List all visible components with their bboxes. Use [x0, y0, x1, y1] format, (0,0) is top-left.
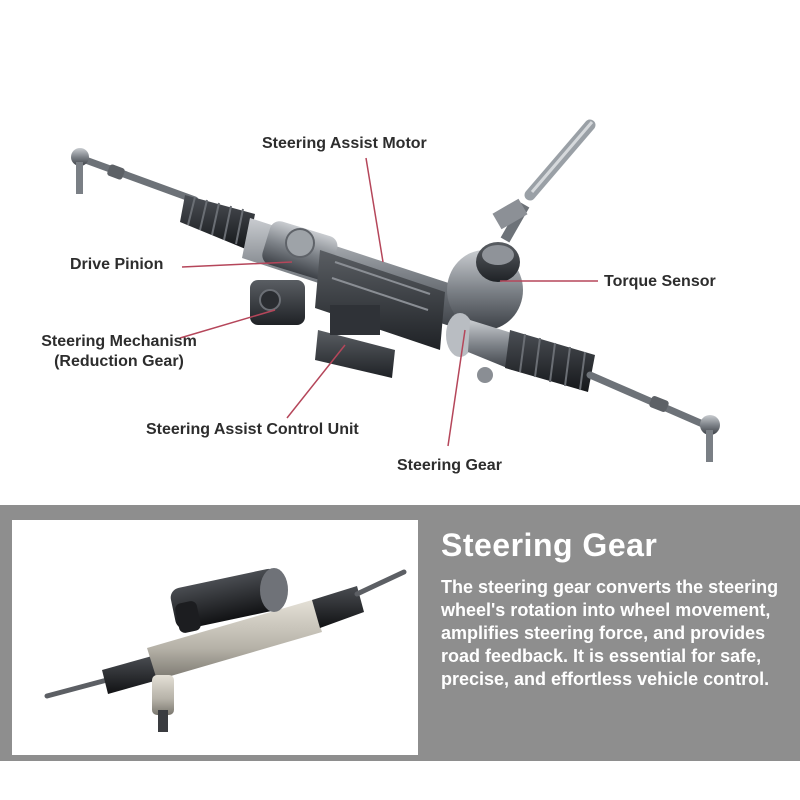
leader-line-assist-motor [365, 157, 384, 263]
label-torque-sensor: Torque Sensor [604, 273, 716, 290]
diagram-area: Steering Assist Motor Drive Pinion Torqu… [30, 119, 720, 474]
steering-rack-illustration [71, 119, 720, 462]
footer-strip [0, 761, 800, 800]
right-rubber-boot [468, 320, 595, 392]
info-panel: Steering Gear The steering gear converts… [0, 505, 800, 761]
left-tie-rod [71, 148, 199, 204]
torque-sensor-housing [446, 242, 523, 357]
product-photo [12, 520, 418, 755]
label-steering-mechanism-line2: (Reduction Gear) [54, 353, 184, 370]
steering-shaft [492, 119, 596, 243]
leader-line-steering-mechanism [179, 309, 276, 339]
label-steering-mechanism: Steering Mechanism (Reduction Gear) [30, 332, 208, 372]
leader-line-steering-gear [447, 329, 466, 447]
control-unit [315, 305, 395, 378]
info-description: The steering gear converts the steering … [441, 577, 779, 689]
reduction-gear-housing [250, 280, 305, 325]
label-steering-assist-motor: Steering Assist Motor [262, 135, 427, 152]
leader-lines [179, 157, 598, 447]
left-rubber-boot [180, 195, 255, 250]
assist-motor [315, 250, 445, 350]
steering-gear-photo-illustration [44, 568, 407, 732]
label-drive-pinion: Drive Pinion [70, 256, 164, 273]
label-steering-mechanism-line1: Steering Mechanism [41, 333, 197, 350]
right-tie-rod [586, 371, 720, 462]
leader-line-drive-pinion [181, 261, 293, 268]
label-steering-gear: Steering Gear [397, 457, 502, 474]
leader-line-control-unit [286, 344, 346, 419]
info-title: Steering Gear [441, 527, 658, 563]
label-steering-assist-control-unit: Steering Assist Control Unit [146, 421, 359, 438]
